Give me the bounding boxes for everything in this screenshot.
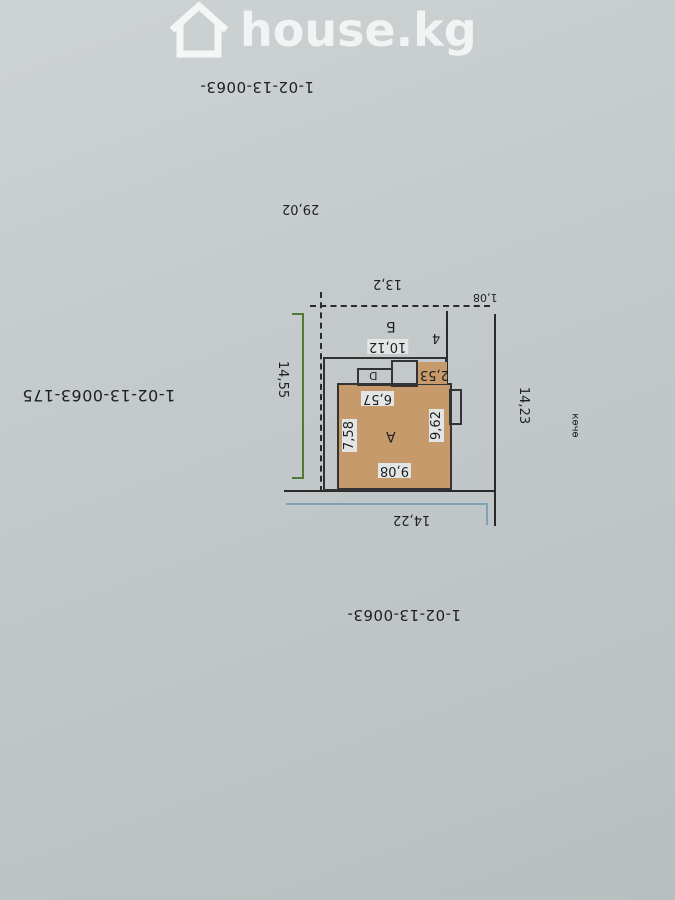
parcel-code-top: 1-02-13-0063- — [200, 78, 315, 96]
dim-7-58: 7,58 — [341, 419, 357, 452]
parcel-code-bottom: 1-02-13-0063- — [347, 606, 462, 624]
dim-29-02: 29,02 — [282, 201, 320, 216]
street-label: көчө — [569, 413, 581, 438]
watermark-text: house.kg — [240, 3, 477, 57]
dim-9-08: 9,08 — [378, 463, 411, 478]
label-building-b: Б — [386, 318, 396, 334]
boundary-bottom — [284, 490, 496, 492]
boundary-dashed-left — [320, 292, 322, 492]
building-annex — [418, 362, 447, 384]
boundary-dashed-top — [310, 305, 490, 307]
dim-6-57: 6,57 — [361, 391, 394, 406]
green-bracket — [292, 313, 304, 479]
blue-line — [286, 503, 488, 525]
dim-9-62: 9,62 — [428, 409, 444, 442]
dim-14-55: 14,55 — [275, 360, 291, 399]
parcel-code-main: 1-02-13-0063-175 — [22, 386, 176, 405]
dim-14-23: 14,23 — [516, 386, 532, 425]
dim-1-08: 1,08 — [473, 291, 498, 304]
door-box-3 — [449, 389, 462, 425]
door-box-2 — [391, 360, 418, 387]
label-building-a: А — [386, 428, 396, 444]
dim-10-12: 10,12 — [367, 339, 409, 354]
door-label: D — [369, 369, 378, 382]
dim-13-2: 13,2 — [373, 276, 402, 291]
label-part-4: 4 — [432, 330, 441, 345]
boundary-right — [494, 314, 496, 526]
house-icon — [169, 2, 229, 58]
watermark: house.kg — [168, 2, 477, 58]
dim-2-53: 2,53 — [420, 367, 449, 382]
